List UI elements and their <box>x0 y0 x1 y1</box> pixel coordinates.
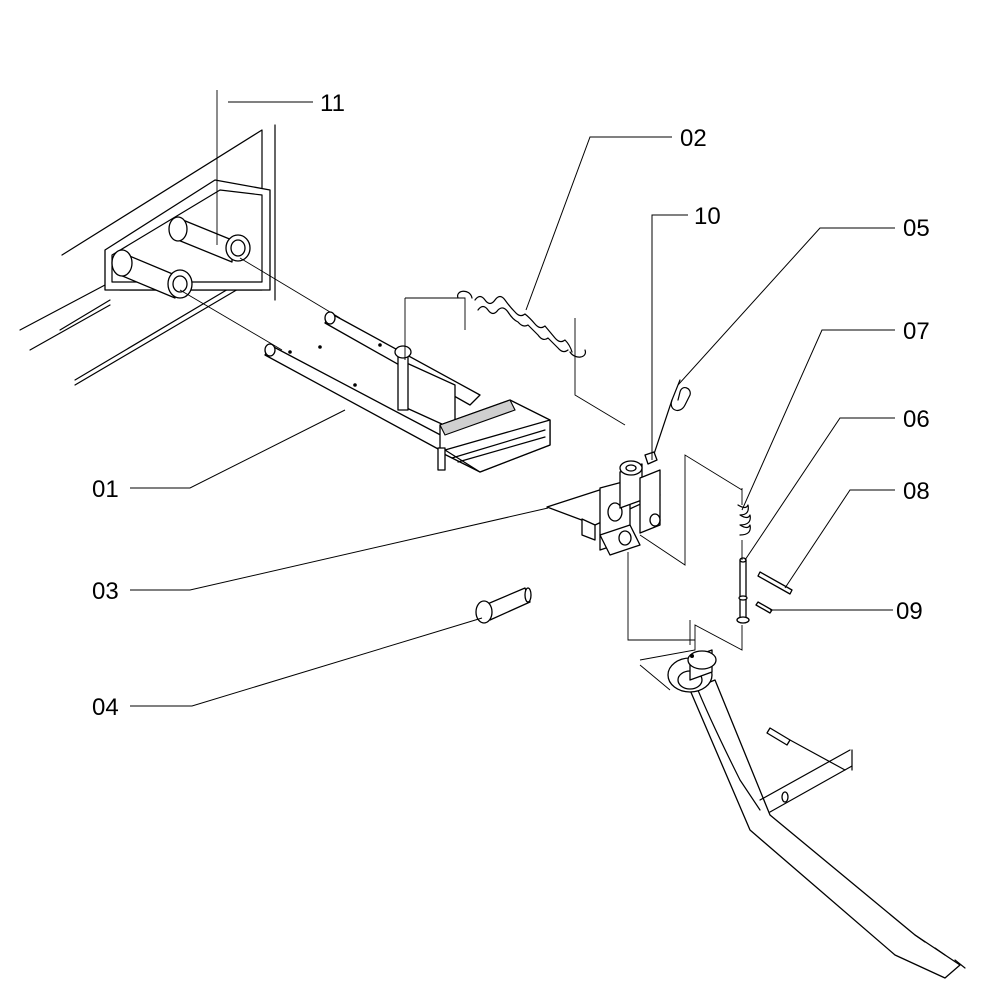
callout-04: 04 <box>92 694 119 721</box>
pedal-assembly <box>264 311 551 473</box>
callout-07: 07 <box>903 318 930 345</box>
callout-10: 10 <box>694 203 721 230</box>
bracket-tubes <box>111 216 251 299</box>
callout-02: 02 <box>680 125 707 152</box>
leader-06 <box>744 417 895 561</box>
callout-08: 08 <box>903 478 930 505</box>
callout-11: 11 <box>320 90 345 117</box>
rod-guide-line <box>639 488 743 661</box>
leader-04 <box>130 617 483 707</box>
leader-08 <box>784 489 895 589</box>
lever-arm <box>667 649 961 979</box>
bracket-pin-line <box>627 552 695 641</box>
clevis-pin <box>475 587 532 624</box>
frame-dash <box>914 934 966 969</box>
frame-rail <box>759 749 853 813</box>
tension-spring <box>457 290 587 358</box>
hairpin-clip <box>651 379 691 461</box>
callout-01: 01 <box>92 476 119 503</box>
bracket-guide-line <box>639 454 743 566</box>
rod-assembly <box>736 504 793 624</box>
assembly-lines <box>179 90 341 351</box>
callout-05: 05 <box>903 215 930 242</box>
small-nut <box>644 451 658 465</box>
leader-lines <box>130 101 895 707</box>
leader-01 <box>130 409 346 489</box>
lever-guide-line <box>639 620 691 691</box>
callout-09: 09 <box>896 598 923 625</box>
leader-05 <box>677 227 895 386</box>
callout-06: 06 <box>903 406 930 433</box>
leader-07 <box>741 329 895 511</box>
leader-03 <box>130 507 549 591</box>
mounting-bracket <box>546 460 661 556</box>
spring-guide-line <box>404 297 626 426</box>
leader-02 <box>525 136 672 311</box>
frame-bolt <box>766 727 846 771</box>
callout-03: 03 <box>92 578 119 605</box>
leader-10 <box>651 214 688 460</box>
